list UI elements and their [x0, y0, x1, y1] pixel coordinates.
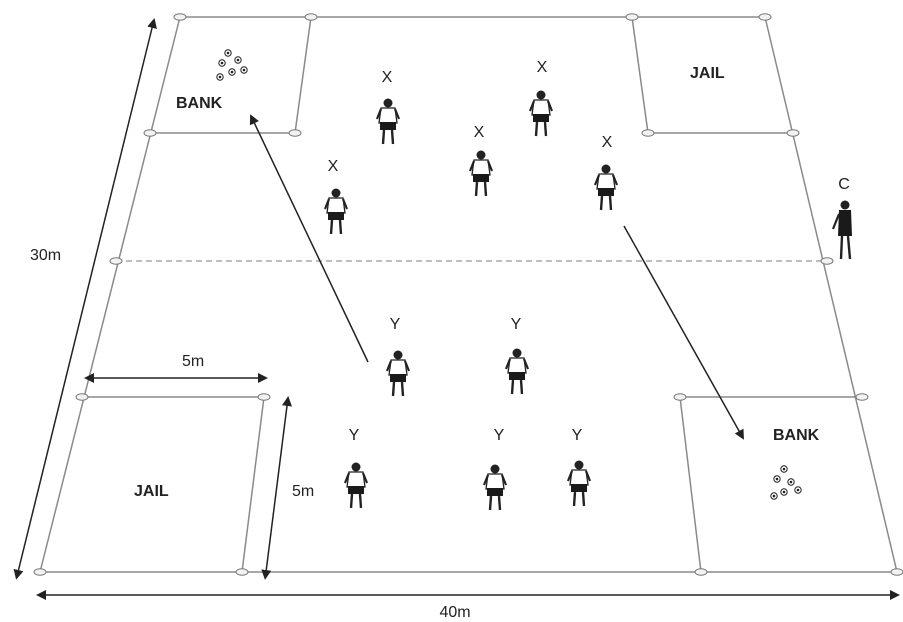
- team-y-players: [343, 347, 592, 512]
- player-y: [385, 349, 411, 398]
- y-label: Y: [390, 316, 401, 333]
- player-x: [528, 89, 554, 138]
- player-x: [375, 97, 401, 146]
- dimension-arrows: [13, 18, 900, 600]
- x-label: X: [537, 59, 548, 76]
- run-arrows: [249, 114, 744, 440]
- ball-cluster-bottom-right: [770, 465, 802, 500]
- bank-label-bottom-right: BANK: [773, 427, 820, 444]
- player-y: [504, 347, 530, 396]
- y-label: Y: [511, 316, 522, 333]
- x-label: X: [602, 134, 613, 151]
- zone-width-label: 5m: [182, 353, 204, 370]
- bank-label-top-left: BANK: [176, 95, 223, 112]
- zone-depth-label: 5m: [292, 483, 314, 500]
- player-y: [482, 463, 508, 512]
- team-x-players: [323, 89, 619, 236]
- width-label: 40m: [439, 604, 470, 621]
- player-x: [468, 149, 494, 198]
- y-label: Y: [349, 427, 360, 444]
- x-label: X: [382, 69, 393, 86]
- player-x: [323, 187, 349, 236]
- jail-label-top-right: JAIL: [690, 65, 725, 82]
- player-y: [343, 461, 369, 510]
- coach-figure: [831, 200, 852, 260]
- coach-label: C: [838, 176, 850, 193]
- x-label: X: [328, 158, 339, 175]
- player-x: [593, 163, 619, 212]
- y-label: Y: [494, 427, 505, 444]
- x-label: X: [474, 124, 485, 141]
- length-label: 30m: [30, 247, 61, 264]
- jail-label-bottom-left: JAIL: [134, 483, 169, 500]
- ball-cluster-top-left: [216, 49, 248, 81]
- y-label: Y: [572, 427, 583, 444]
- player-y: [566, 459, 592, 508]
